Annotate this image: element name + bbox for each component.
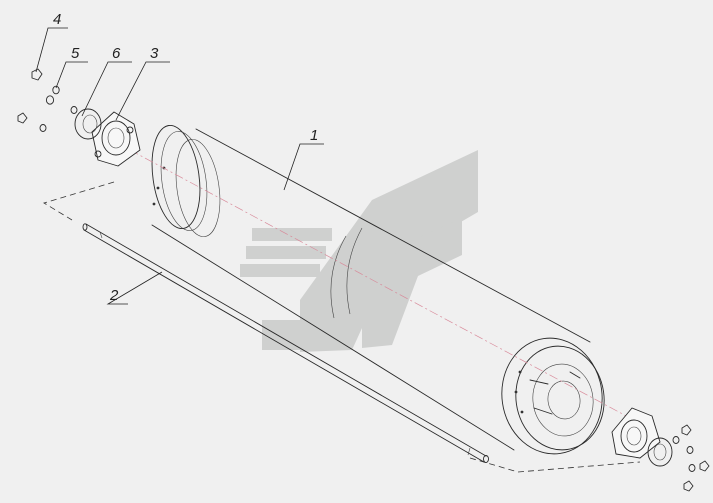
left-bearing-assembly [17, 68, 141, 167]
callout-1: 1 [310, 127, 318, 144]
callout-4: 4 [53, 11, 61, 28]
callout-3: 3 [150, 45, 159, 62]
center-axis-line [129, 149, 631, 419]
callout-6: 6 [112, 45, 121, 62]
callout-2: 2 [109, 287, 119, 304]
callout-leaders [35, 27, 324, 305]
cylinder-drum [151, 124, 605, 455]
explode-guide-lines [43, 181, 641, 473]
shaft [82, 223, 489, 463]
callout-5: 5 [71, 45, 80, 62]
right-bearing-assembly [611, 407, 710, 492]
logo-watermark-icon [240, 150, 478, 352]
